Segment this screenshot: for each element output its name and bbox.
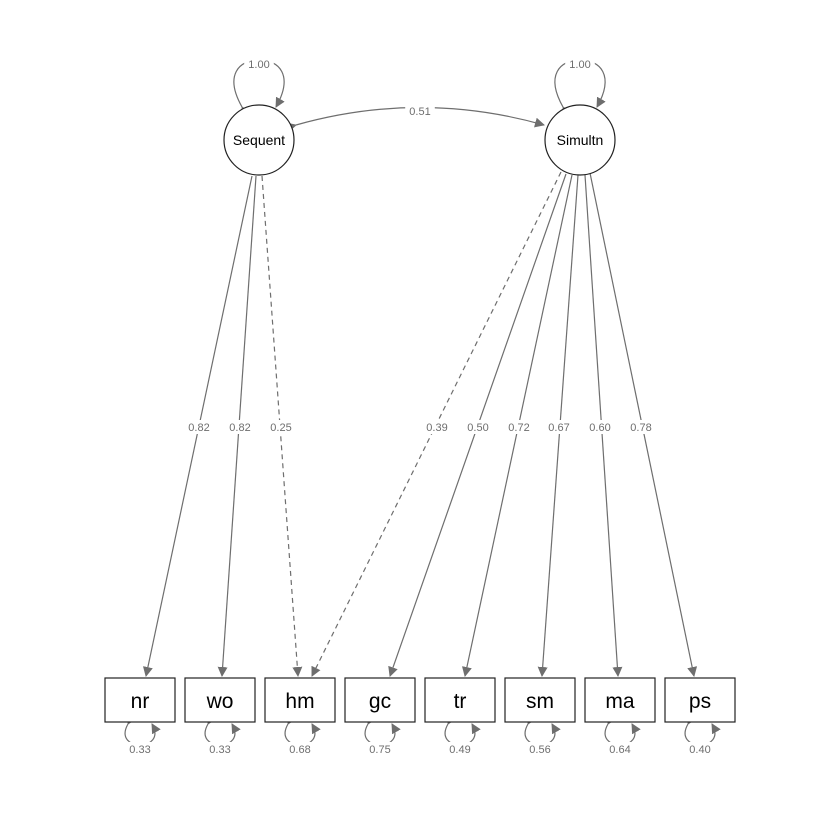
residual-label-ps-bg — [685, 742, 715, 756]
residual-label-hm-group: 0.68 — [285, 742, 315, 756]
variance-label-sequent: 1.00 — [248, 59, 269, 71]
residual-label-tr-bg — [445, 742, 475, 756]
loading-label-sequent-nr: 0.82 — [188, 422, 209, 434]
loading-label-sequent-hm-group: 0.25 — [266, 420, 296, 434]
covariance-label: 0.51 — [409, 106, 430, 118]
loading-label-simultn-ps-bg — [626, 420, 656, 434]
indicator-label-tr: tr — [454, 690, 467, 713]
loading-label-simultn-hm-group: 0.39 — [422, 420, 452, 434]
loading-label-simultn-hm-bg — [422, 420, 452, 434]
loading-label-sequent-wo-bg — [225, 420, 255, 434]
indicator-box-ma — [584, 677, 656, 723]
variance-label-simultn-bg — [565, 57, 595, 71]
residual-label-nr-group: 0.33 — [125, 742, 155, 756]
residual-label-gc-bg — [365, 742, 395, 756]
latent-label-simultn: Simultn — [557, 132, 604, 148]
labels-layer: 0.82 0.82 0.25 0.39 0.50 0.72 0.67 0.60 0.78 0.51… — [125, 57, 715, 756]
loading-label-simultn-ma-bg — [585, 420, 615, 434]
loading-label-simultn-gc-bg — [463, 420, 493, 434]
residual-label-wo: 0.33 — [209, 744, 230, 756]
indicator-box-ps — [664, 677, 736, 723]
indicator-box-gc — [344, 677, 416, 723]
indicator-box-wo — [184, 677, 256, 723]
loading-label-simultn-ps: 0.78 — [630, 422, 651, 434]
residual-loop-tr — [444, 713, 481, 746]
loading-label-simultn-sm-group: 0.67 — [544, 420, 574, 434]
indicator-label-hm: hm — [285, 690, 314, 713]
loading-label-simultn-sm: 0.67 — [548, 422, 569, 434]
indicator-box-sm — [504, 677, 576, 723]
latent-node-simultn — [544, 104, 616, 176]
residual-loop-hm — [284, 713, 321, 746]
loading-label-sequent-wo-group: 0.82 — [225, 420, 255, 434]
indicator-box-tr — [424, 677, 496, 723]
residual-label-ma: 0.64 — [609, 744, 630, 756]
loading-label-simultn-ma: 0.60 — [589, 422, 610, 434]
residual-label-hm-bg — [285, 742, 315, 756]
residual-label-sm-bg — [525, 742, 555, 756]
residual-label-tr: 0.49 — [449, 744, 470, 756]
loading-label-simultn-sm-bg — [544, 420, 574, 434]
loading-label-sequent-nr-bg — [184, 420, 214, 434]
residual-label-ps: 0.40 — [689, 744, 710, 756]
loading-label-sequent-wo: 0.82 — [229, 422, 250, 434]
variance-label-simultn: 1.00 — [569, 59, 590, 71]
nodes-layer: Sequent Simultn nr wo hm gc tr sm ma ps — [104, 104, 736, 723]
loading-label-simultn-ps-group: 0.78 — [626, 420, 656, 434]
residual-label-gc-group: 0.75 — [365, 742, 395, 756]
residual-label-hm: 0.68 — [289, 744, 310, 756]
residual-label-nr: 0.33 — [129, 744, 150, 756]
indicator-box-hm — [264, 677, 336, 723]
loading-label-sequent-nr-group: 0.82 — [184, 420, 214, 434]
residual-loop-sm — [524, 713, 561, 746]
loading-path-sequent-hm — [261, 175, 303, 677]
latent-label-sequent: Sequent — [233, 132, 285, 148]
covariance-label-group: 0.51 — [405, 104, 435, 118]
variance-label-simultn-group: 1.00 — [565, 57, 595, 71]
indicator-label-gc: gc — [369, 690, 391, 713]
residual-label-wo-group: 0.33 — [205, 742, 235, 756]
residual-label-sm-group: 0.56 — [525, 742, 555, 756]
residual-label-tr-group: 0.49 — [445, 742, 475, 756]
loading-label-sequent-hm: 0.25 — [270, 422, 291, 434]
variance-label-sequent-group: 1.00 — [244, 57, 274, 71]
indicator-label-nr: nr — [131, 690, 150, 713]
residual-loop-ps — [684, 713, 721, 746]
loading-label-simultn-tr-group: 0.72 — [504, 420, 534, 434]
loading-label-simultn-tr: 0.72 — [508, 422, 529, 434]
residual-loop-wo — [204, 713, 241, 746]
loading-label-simultn-hm: 0.39 — [426, 422, 447, 434]
indicator-label-sm: sm — [526, 690, 554, 713]
residual-loop-nr — [124, 713, 161, 746]
indicator-box-nr — [104, 677, 176, 723]
residual-label-sm: 0.56 — [529, 744, 550, 756]
loading-label-simultn-gc: 0.50 — [467, 422, 488, 434]
edges-layer — [124, 59, 721, 746]
residual-loop-gc — [364, 713, 401, 746]
loading-label-simultn-ma-group: 0.60 — [585, 420, 615, 434]
indicator-label-wo: wo — [206, 690, 234, 713]
residual-loop-ma — [604, 713, 641, 746]
indicator-label-ps: ps — [689, 690, 711, 713]
residual-label-wo-bg — [205, 742, 235, 756]
residual-label-ma-bg — [605, 742, 635, 756]
variance-label-sequent-bg — [244, 57, 274, 71]
covariance-label-bg — [405, 104, 435, 118]
residual-label-nr-bg — [125, 742, 155, 756]
residual-label-ma-group: 0.64 — [605, 742, 635, 756]
loading-label-simultn-gc-group: 0.50 — [463, 420, 493, 434]
latent-node-sequent — [223, 104, 295, 176]
residual-label-ps-group: 0.40 — [685, 742, 715, 756]
residual-label-gc: 0.75 — [369, 744, 390, 756]
loading-label-sequent-hm-bg — [266, 420, 296, 434]
indicator-label-ma: ma — [605, 690, 634, 713]
loading-label-simultn-tr-bg — [504, 420, 534, 434]
